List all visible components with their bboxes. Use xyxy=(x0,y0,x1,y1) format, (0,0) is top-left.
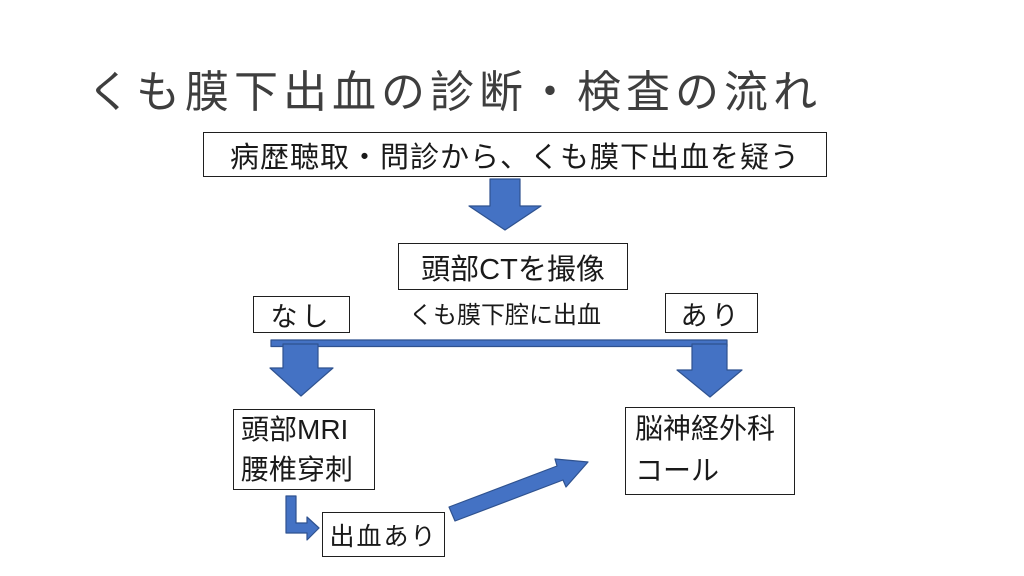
diagonal-arrow-icon xyxy=(448,458,589,522)
branch-connector-bar xyxy=(270,339,728,348)
bleed-absent-box: なし xyxy=(253,296,350,333)
bleed-found-box: 出血あり xyxy=(322,512,445,557)
suspect-sah-box: 病歴聴取・問診から、くも膜下出血を疑う xyxy=(203,132,827,177)
bleed-absent-label: なし xyxy=(270,302,333,332)
head-ct-label: 頭部CTを撮像 xyxy=(421,253,605,286)
page-title: くも膜下出血の診断・検査の流れ xyxy=(87,68,822,117)
call-line: コール xyxy=(635,455,720,486)
bleed-question-label: くも膜下腔に出血 xyxy=(409,302,601,329)
down-arrow-icon xyxy=(468,178,542,231)
neurosurgery-line: 脳神経外科 xyxy=(635,413,776,444)
suspect-sah-label: 病歴聴取・問診から、くも膜下出血を疑う xyxy=(229,141,800,174)
left-down-arrow-icon xyxy=(269,343,334,397)
elbow-arrow-icon xyxy=(285,495,320,541)
lumbar-puncture-line: 腰椎穿刺 xyxy=(241,454,354,485)
bleed-present-label: あり xyxy=(680,300,743,331)
mri-line: 頭部MRI xyxy=(241,414,349,445)
bleed-found-label: 出血あり xyxy=(329,522,438,551)
mri-lumbar-box: 頭部MRI 腰椎穿刺 xyxy=(233,409,375,490)
bleed-present-box: あり xyxy=(665,293,758,333)
right-down-arrow-icon xyxy=(676,343,743,398)
head-ct-box: 頭部CTを撮像 xyxy=(398,243,628,290)
neurosurgery-call-box: 脳神経外科 コール xyxy=(625,407,795,495)
